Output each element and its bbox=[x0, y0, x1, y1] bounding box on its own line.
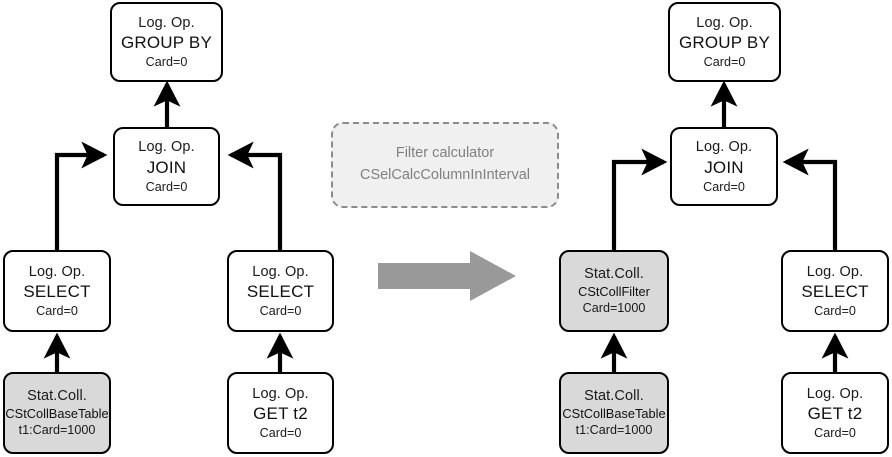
node-cardinality: t1:Card=1000 bbox=[575, 423, 653, 438]
node-kind: Stat.Coll. bbox=[584, 388, 644, 405]
node-stat-coll-base-table-left[interactable]: Stat.Coll. CStCollBaseTable t1:Card=1000 bbox=[3, 372, 111, 454]
edge-rselect-to-rjoin bbox=[782, 148, 838, 250]
node-log-op-select-left-2[interactable]: Log. Op. SELECT Card=0 bbox=[227, 250, 334, 332]
transformation-arrow bbox=[378, 251, 516, 301]
node-operation: SELECT bbox=[246, 282, 315, 302]
node-log-op-select-right[interactable]: Log. Op. SELECT Card=0 bbox=[781, 250, 889, 332]
node-kind: Log. Op. bbox=[252, 385, 309, 402]
node-log-op-group-by-right[interactable]: Log. Op. GROUP BY Card=0 bbox=[668, 2, 781, 82]
node-kind: Log. Op. bbox=[695, 139, 753, 155]
node-log-op-join-right[interactable]: Log. Op. JOIN Card=0 bbox=[670, 127, 778, 206]
node-cardinality: Card=0 bbox=[145, 55, 188, 70]
node-kind: Log. Op. bbox=[806, 263, 864, 280]
node-cardinality: Card=0 bbox=[259, 426, 302, 441]
node-operation: JOIN bbox=[146, 157, 187, 177]
filter-calculator-class: CSelCalcColumnInInterval bbox=[359, 167, 531, 183]
node-operation: GET t2 bbox=[807, 404, 863, 424]
node-cardinality: Card=0 bbox=[814, 426, 856, 441]
node-log-op-group-by-left[interactable]: Log. Op. GROUP BY Card=0 bbox=[110, 2, 223, 82]
node-cardinality: Card=1000 bbox=[582, 301, 646, 316]
node-operation: JOIN bbox=[704, 157, 744, 177]
node-log-op-join-left[interactable]: Log. Op. JOIN Card=0 bbox=[113, 127, 220, 206]
node-cardinality: Card=0 bbox=[814, 304, 856, 319]
node-stat-coll-filter-right[interactable]: Stat.Coll. CStCollFilter Card=1000 bbox=[559, 250, 669, 332]
node-operation: SELECT bbox=[23, 282, 91, 302]
node-operation: CStCollBaseTable bbox=[5, 405, 109, 421]
node-cardinality: Card=0 bbox=[703, 179, 745, 194]
node-kind: Stat.Coll. bbox=[584, 266, 644, 283]
node-cardinality: Card=0 bbox=[36, 304, 78, 319]
node-kind: Log. Op. bbox=[138, 139, 195, 155]
node-cardinality: Card=0 bbox=[259, 304, 302, 319]
node-cardinality: Card=0 bbox=[145, 179, 188, 194]
edge-rstatcollfilter-to-rjoin bbox=[611, 148, 668, 250]
node-kind: Log. Op. bbox=[696, 14, 753, 31]
edge-select2-to-join bbox=[227, 141, 283, 250]
node-kind: Log. Op. bbox=[252, 263, 309, 280]
node-operation: GROUP BY bbox=[678, 33, 771, 53]
filter-calculator-box: Filter calculator CSelCalcColumnInInterv… bbox=[331, 122, 559, 208]
node-cardinality: t1:Card=1000 bbox=[18, 423, 96, 438]
node-operation: GROUP BY bbox=[120, 33, 213, 53]
node-operation: CStCollBaseTable bbox=[562, 405, 666, 421]
node-stat-coll-base-table-right[interactable]: Stat.Coll. CStCollBaseTable t1:Card=1000 bbox=[559, 372, 669, 454]
node-kind: Log. Op. bbox=[28, 263, 86, 280]
node-operation: CStCollFilter bbox=[578, 283, 650, 299]
node-operation: SELECT bbox=[801, 282, 869, 302]
node-operation: GET t2 bbox=[253, 404, 308, 424]
filter-calculator-title: Filter calculator bbox=[395, 145, 495, 162]
node-log-op-get-t2-left[interactable]: Log. Op. GET t2 Card=0 bbox=[227, 372, 334, 454]
edge-select1-to-join bbox=[54, 141, 108, 250]
node-kind: Log. Op. bbox=[806, 385, 864, 402]
node-log-op-get-t2-right[interactable]: Log. Op. GET t2 Card=0 bbox=[781, 372, 889, 454]
node-kind: Stat.Coll. bbox=[27, 388, 87, 405]
node-cardinality: Card=0 bbox=[703, 55, 746, 70]
node-kind: Log. Op. bbox=[138, 14, 195, 31]
node-log-op-select-left-1[interactable]: Log. Op. SELECT Card=0 bbox=[3, 250, 111, 332]
